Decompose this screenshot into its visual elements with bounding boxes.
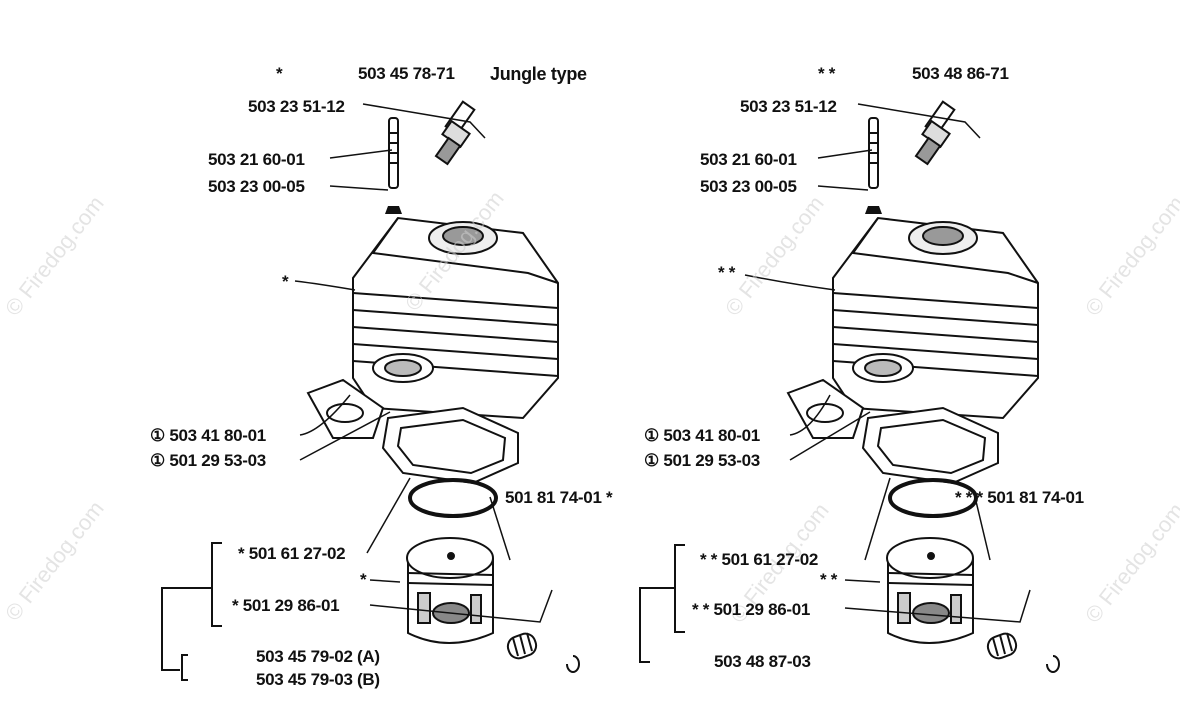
right-star-marker: * * <box>818 64 836 83</box>
left-set-b-label: 503 45 79-03 (B) <box>256 670 380 689</box>
right-piston-pin-label: * * * 501 81 74-01 <box>955 488 1084 507</box>
left-ring-label: * 501 29 86-01 <box>232 596 340 615</box>
right-kit-number: 503 48 86-71 <box>912 64 1009 83</box>
left-piston-label: * 501 61 27-02 <box>238 544 346 563</box>
left-cylinder-marker: * <box>282 272 289 291</box>
left-spark-plug-label: 503 23 51-12 <box>248 97 345 116</box>
right-piston-marker: * * <box>820 570 838 589</box>
leader-lines-left <box>294 103 553 623</box>
right-exhaust-gasket-label: ① 503 41 80-01 <box>644 426 760 445</box>
left-stud-label: 503 21 60-01 <box>208 150 305 169</box>
left-kit-note: Jungle type <box>490 64 587 84</box>
right-spark-plug-label: 503 23 51-12 <box>740 97 837 116</box>
bracket-left <box>161 542 222 681</box>
leader-lines-right <box>744 103 1031 623</box>
right-stud-label: 503 21 60-01 <box>700 150 797 169</box>
bracket-right <box>639 544 685 663</box>
left-exhaust-gasket-label: ① 503 41 80-01 <box>150 426 266 445</box>
left-base-gasket-label: ① 501 29 53-03 <box>150 451 266 470</box>
right-cylinder-marker: * * <box>718 263 736 282</box>
left-nut-label: 503 23 00-05 <box>208 177 305 196</box>
right-piston-label: * * 501 61 27-02 <box>700 550 819 569</box>
right-base-gasket-label: ① 501 29 53-03 <box>644 451 760 470</box>
right-set-label: 503 48 87-03 <box>714 652 811 671</box>
left-set-a-label: 503 45 79-02 (A) <box>256 647 380 666</box>
left-star-marker: * <box>276 64 283 83</box>
left-piston-marker: * <box>360 570 367 589</box>
right-nut-label: 503 23 00-05 <box>700 177 797 196</box>
left-piston-pin-label: 501 81 74-01 * <box>505 488 613 507</box>
right-ring-label: * * 501 29 86-01 <box>692 600 811 619</box>
left-kit-number: 503 45 78-71 <box>358 64 455 83</box>
